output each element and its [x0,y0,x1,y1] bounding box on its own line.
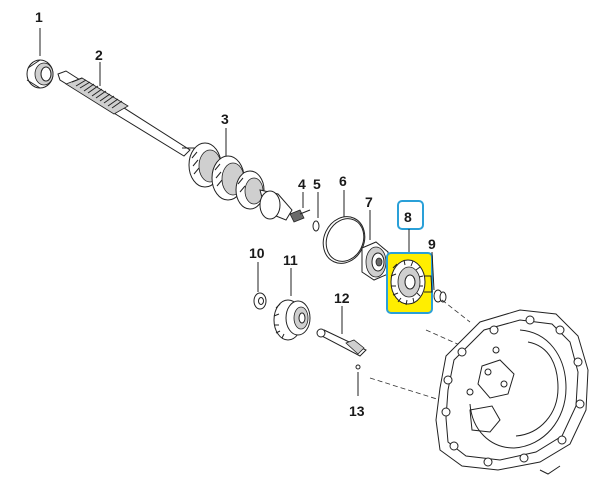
label-12: 12 [334,290,350,306]
part-7-ball-bearing[interactable] [361,210,389,281]
part-4-screw[interactable] [289,192,311,223]
part-6-o-ring[interactable] [316,190,373,270]
assembly-guide-lines [369,299,471,401]
part-labels: 1 2 3 4 5 6 7 8 9 10 11 12 13 [35,9,436,419]
crankcase-cover [435,309,589,475]
label-4: 4 [298,176,306,192]
label-7: 7 [365,194,373,210]
label-8: 8 [404,209,412,225]
label-1: 1 [35,9,43,25]
label-5: 5 [313,176,321,192]
part-11-idle-gear[interactable] [273,268,311,341]
part-9-nut[interactable] [431,251,447,303]
part-3-gear-cluster[interactable] [188,128,293,221]
part-2-shaft[interactable] [57,62,198,157]
label-11: 11 [283,252,298,268]
label-6: 6 [339,173,347,189]
part-5-washer[interactable] [312,192,320,232]
label-2: 2 [95,47,103,63]
label-9: 9 [428,236,436,252]
part-10-washer[interactable] [253,262,267,310]
part-13-pin[interactable] [355,364,361,396]
label-10: 10 [249,245,265,261]
part-8-label-box [397,200,424,230]
label-3: 3 [221,111,229,127]
label-13: 13 [349,403,365,419]
part-12-idle-shaft[interactable] [316,306,367,357]
part-8-sprocket[interactable] [386,200,433,314]
part-1-bearing[interactable] [26,28,54,89]
